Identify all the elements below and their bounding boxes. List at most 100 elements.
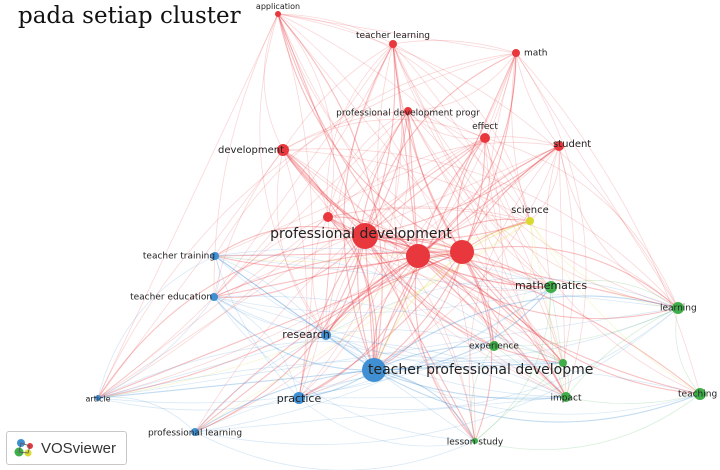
edge-science-learning	[529, 220, 679, 309]
node-development[interactable]	[277, 144, 289, 156]
node-hub-b[interactable]	[450, 240, 474, 264]
edge-application-science	[277, 13, 531, 222]
edge-learning-impact	[565, 307, 679, 398]
edge-green-small-lesson-study	[474, 362, 564, 442]
edge-practice-impact	[298, 396, 567, 399]
edge-pd-program-science	[407, 110, 531, 222]
edge-teacher-education-research	[213, 296, 327, 336]
edge-experience-green-small	[493, 345, 564, 364]
edge-pd-program-red-small	[327, 110, 409, 218]
edge-development-hub-a	[282, 149, 419, 257]
node-label-professional-learning: professional learning	[148, 429, 242, 439]
edge-pd-program-development	[282, 110, 409, 151]
edge-teacher-education-mathematics	[213, 286, 552, 313]
vosviewer-badge[interactable]: VOSviewer	[6, 431, 127, 465]
node-experience[interactable]	[489, 341, 499, 351]
node-teacher-learning[interactable]	[389, 40, 397, 48]
node-professional-learning[interactable]	[191, 428, 199, 436]
edge-red-small-impact	[327, 216, 567, 398]
edge-teacher-learning-impact	[392, 43, 567, 398]
edge-effect-learning	[484, 137, 679, 309]
node-red-small[interactable]	[323, 212, 333, 222]
edge-effect-hub-b	[456, 137, 486, 253]
node-hub-a[interactable]	[406, 244, 430, 268]
node-teaching[interactable]	[694, 388, 706, 400]
node-label-professional-development: professional development	[270, 226, 452, 242]
edge-application-math	[277, 13, 517, 54]
edge-math-impact	[515, 52, 587, 398]
node-research[interactable]	[321, 330, 331, 340]
edge-teacher-learning-teacher-education	[213, 43, 394, 298]
node-mathematics[interactable]	[545, 281, 557, 293]
edge-application-lesson-study	[277, 13, 476, 442]
edge-effect-teacher-professional-development	[373, 137, 486, 371]
edge-teacher-training-impact	[214, 254, 567, 398]
node-teacher-education[interactable]	[210, 293, 218, 301]
edge-application-learning	[277, 13, 679, 309]
edge-math-pd-program	[407, 52, 517, 112]
node-effect[interactable]	[480, 133, 490, 143]
node-label-science: science	[511, 205, 549, 216]
edge-effect-teaching	[484, 137, 701, 395]
node-application[interactable]	[275, 11, 281, 17]
edge-pd-program-professional-development	[364, 110, 409, 237]
edge-development-effect	[282, 119, 486, 151]
node-label-research: research	[282, 328, 330, 341]
edge-research-learning	[325, 277, 679, 336]
edge-professional-development-practice	[298, 235, 366, 399]
edge-pd-program-learning	[407, 110, 679, 309]
edge-math-student	[515, 52, 560, 147]
edge-professional-development-science	[364, 220, 531, 241]
node-learning[interactable]	[672, 302, 684, 314]
node-science[interactable]	[526, 217, 534, 225]
edge-teacher-professional-development-green-small	[373, 362, 564, 371]
node-professional-development[interactable]	[352, 223, 378, 249]
node-lesson-study[interactable]	[472, 438, 478, 444]
edge-pd-program-mathematics	[407, 110, 552, 288]
edge-pd-program-green-small	[407, 110, 564, 364]
edge-student-practice	[298, 145, 560, 399]
vosviewer-logo-icon	[14, 439, 33, 457]
edge-teacher-professional-development-article	[97, 369, 375, 399]
edge-student-learning	[558, 145, 679, 309]
edge-application-professional-development	[277, 13, 366, 237]
edge-development-learning	[282, 148, 679, 309]
node-label-development: development	[218, 145, 284, 156]
node-math[interactable]	[512, 49, 520, 57]
edge-science-teacher-training	[214, 220, 531, 262]
node-practice[interactable]	[293, 392, 305, 404]
edge-article-professional-learning	[97, 396, 196, 433]
node-teacher-training[interactable]	[211, 252, 219, 260]
edge-hub-b-red-small	[327, 216, 463, 256]
edge-pd-program-hub-a	[407, 110, 419, 257]
figure-caption: pada setiap cluster	[18, 3, 241, 29]
node-green-small[interactable]	[559, 359, 567, 367]
node-teacher-professional-development[interactable]	[362, 358, 386, 382]
edge-article-impact	[97, 341, 567, 399]
node-pd-program[interactable]	[404, 107, 412, 115]
node-impact[interactable]	[561, 392, 571, 402]
node-student[interactable]	[554, 141, 564, 151]
edge-hub-a-article	[97, 255, 419, 399]
edge-application-hub-a	[277, 13, 419, 257]
edge-student-red-small	[327, 142, 560, 218]
edge-hub-a-teacher-education	[213, 255, 419, 298]
edge-math-hub-b	[461, 52, 517, 253]
edge-professional-development-teacher-professional-development	[364, 235, 375, 371]
edge-application-article	[97, 13, 279, 399]
edge-math-science	[511, 52, 531, 222]
edge-practice-mathematics	[298, 286, 552, 399]
edge-impact-teaching	[565, 393, 701, 404]
edge-effect-student	[484, 136, 560, 147]
node-article[interactable]	[95, 395, 101, 401]
edge-pd-program-lesson-study	[394, 110, 476, 442]
edge-hub-a-teacher-training	[214, 255, 419, 269]
edge-red-small-learning	[327, 207, 679, 309]
edge-hub-b-research	[325, 251, 463, 336]
edge-application-research	[259, 13, 327, 336]
edge-development-practice	[282, 149, 308, 399]
edge-red-small-research	[312, 216, 329, 336]
edge-effect-science	[484, 137, 531, 222]
edge-professional-development-learning	[364, 235, 679, 309]
edge-science-teacher-professional-development	[373, 220, 531, 371]
